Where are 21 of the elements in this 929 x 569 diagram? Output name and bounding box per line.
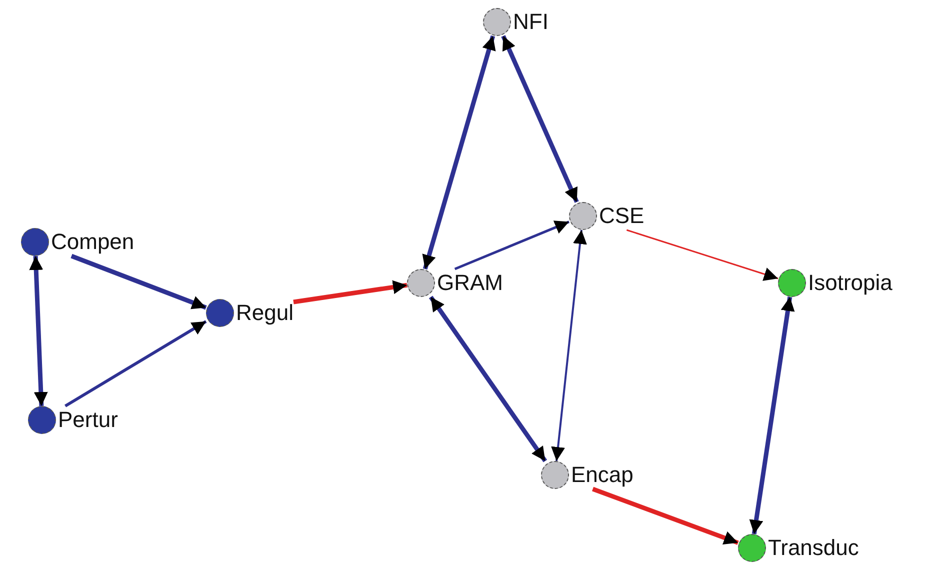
arrow [454, 220, 570, 270]
arrow [626, 229, 778, 281]
arrow [551, 230, 587, 462]
node-label: Encap [571, 461, 634, 489]
node-label: GRAM [437, 269, 503, 297]
arrow [422, 35, 496, 270]
node-label: Regul [236, 299, 294, 327]
arrow [70, 254, 207, 310]
arrow [29, 256, 48, 406]
arrow [501, 35, 579, 203]
node-label: CSE [599, 202, 644, 230]
arrow [64, 320, 207, 408]
arrow [293, 280, 408, 304]
arrow [592, 486, 739, 545]
arrow [428, 296, 548, 462]
node-label: Pertur [58, 406, 118, 434]
node-label: NFI [513, 8, 548, 36]
node-label: Compen [51, 228, 134, 256]
arrow [749, 296, 795, 534]
node-label: Transduc [768, 534, 859, 562]
node-label: Isotropia [808, 269, 892, 297]
